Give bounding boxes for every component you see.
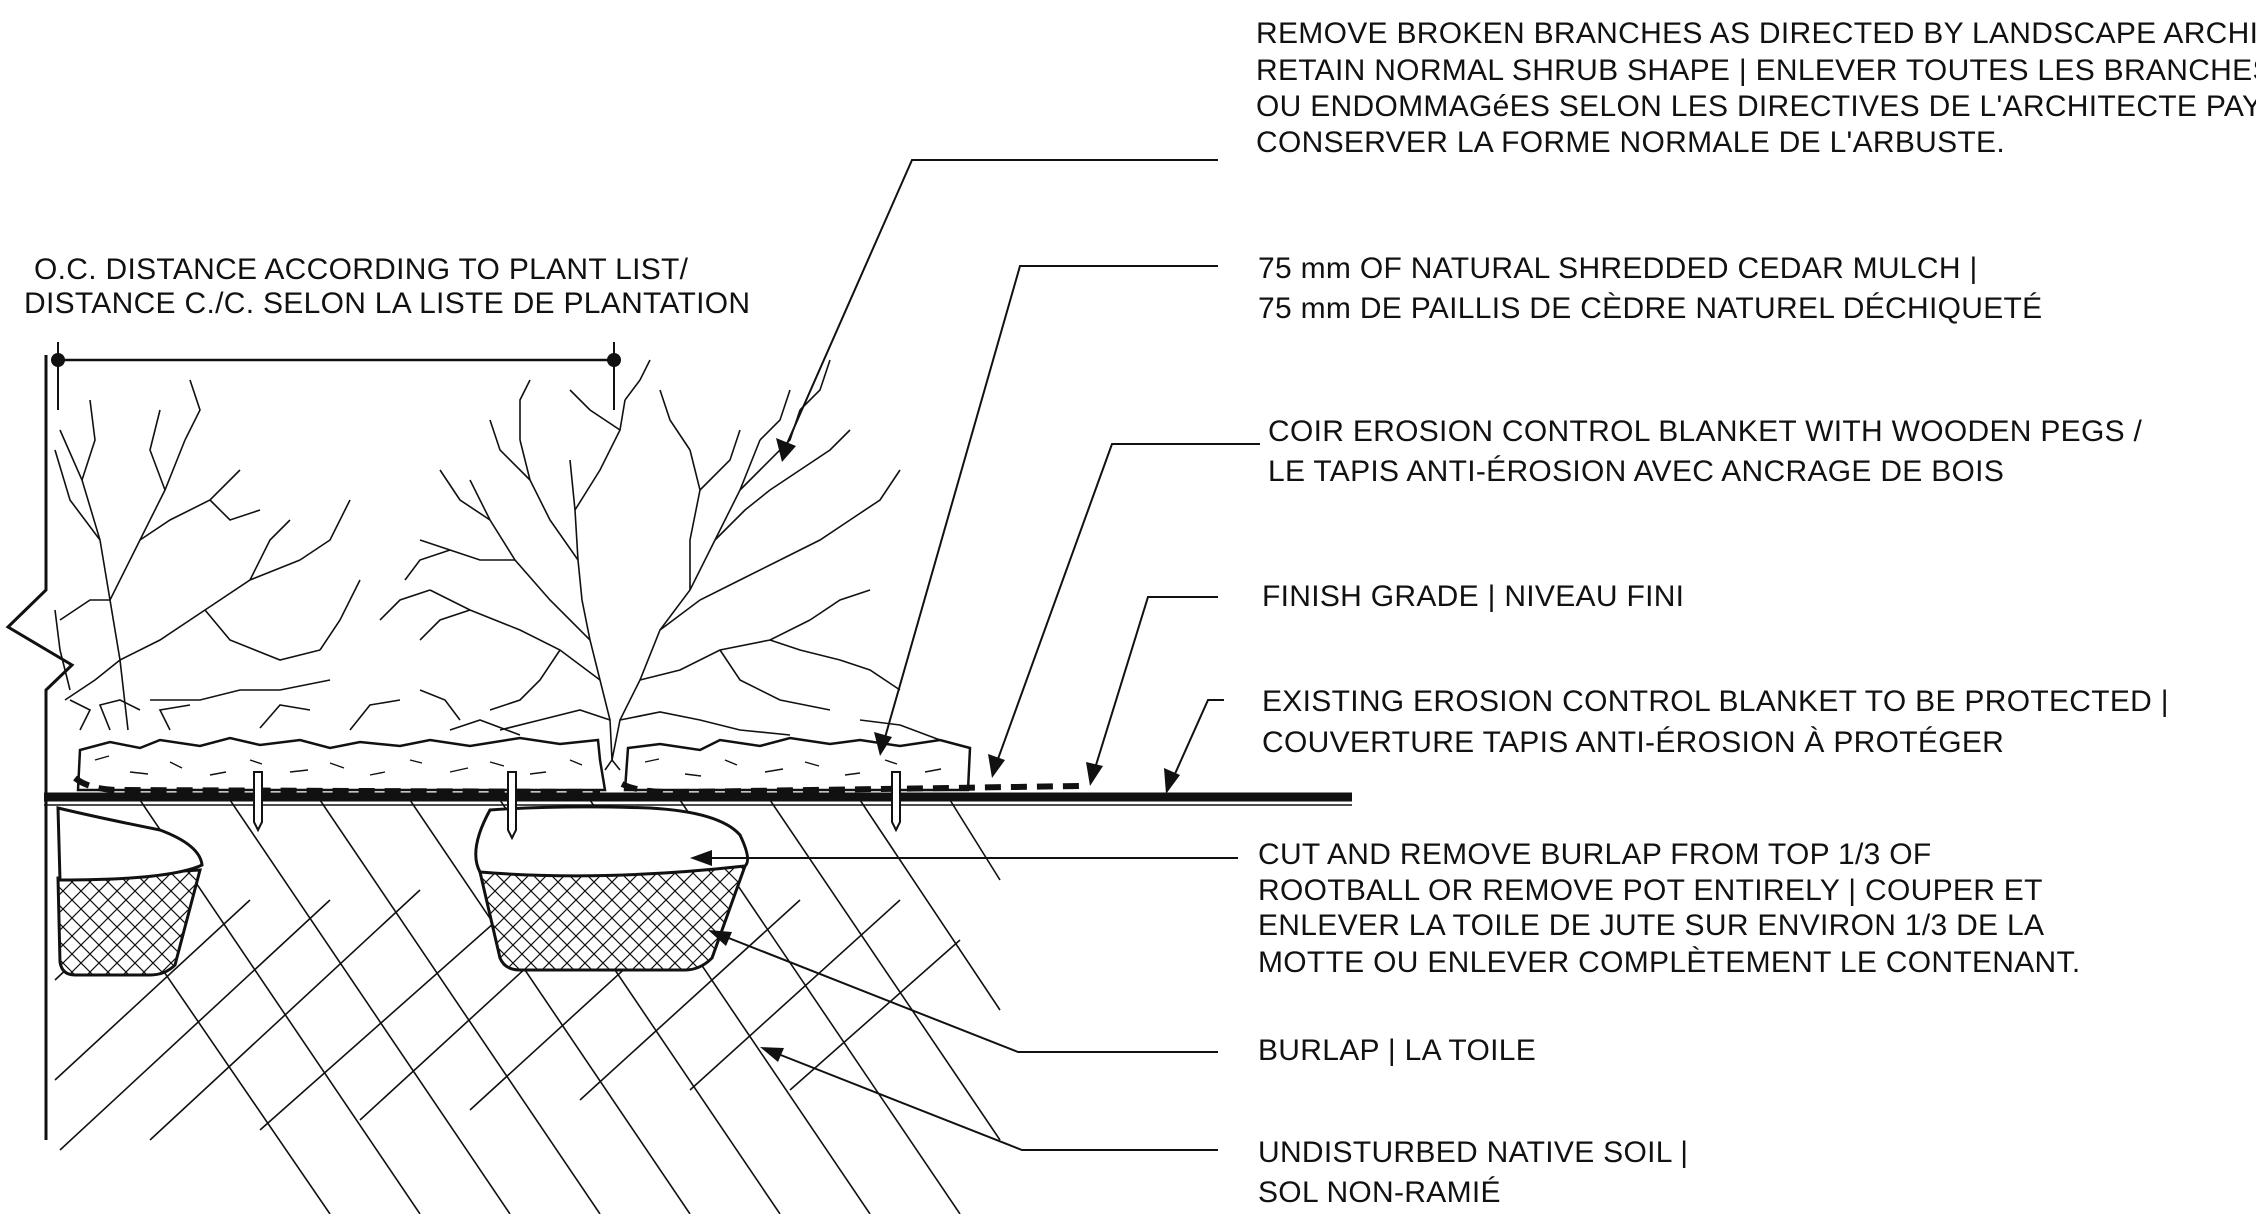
callout-text-line: BURLAP | LA TOILE xyxy=(1258,1034,1536,1067)
leader-native-soil xyxy=(760,1047,1218,1151)
callout-text-line: CUT AND REMOVE BURLAP FROM TOP 1/3 OF xyxy=(1258,838,1932,871)
burlap-top-right xyxy=(474,805,750,878)
callout-text-line: OU ENDOMMAGéES SELON LES DIRECTIVES DE L… xyxy=(1256,90,2256,123)
callout-text-line: 75 mm DE PAILLIS DE CÈDRE NATUREL DÉCHIQ… xyxy=(1258,292,2042,325)
callout-existing-blanket: EXISTING EROSION CONTROL BLANKET TO BE P… xyxy=(1262,685,2169,759)
callout-coir-blanket: COIR EROSION CONTROL BLANKET WITH WOODEN… xyxy=(1268,415,2143,488)
dimension-label: O.C. DISTANCE ACCORDING TO PLANT LIST/ D… xyxy=(24,253,750,320)
shrub-left xyxy=(54,379,401,731)
oc-dimension-line xyxy=(51,342,621,410)
dimension-label-line-1: O.C. DISTANCE ACCORDING TO PLANT LIST/ xyxy=(34,253,689,286)
callout-text-line: SOL NON-RAMIÉ xyxy=(1258,1176,1501,1209)
cedar-mulch-layer xyxy=(76,736,972,792)
callout-text-line: FINISH GRADE | NIVEAU FINI xyxy=(1262,580,1684,613)
leader-cedar-mulch xyxy=(874,265,1218,756)
callout-finish-grade: FINISH GRADE | NIVEAU FINI xyxy=(1262,580,1684,613)
rootball-right xyxy=(474,805,750,972)
native-soil-hatch xyxy=(54,800,1001,1214)
callout-text-line: EXISTING EROSION CONTROL BLANKET TO BE P… xyxy=(1262,685,2169,718)
callout-burlap: BURLAP | LA TOILE xyxy=(1258,1034,1536,1067)
callout-burlap-removal: CUT AND REMOVE BURLAP FROM TOP 1/3 OF RO… xyxy=(1258,838,2080,979)
coir-blanket-dashed-line xyxy=(73,775,1081,796)
callout-text-line: ENLEVER LA TOILE DE JUTE SUR ENVIRON 1/3… xyxy=(1258,909,2044,942)
callout-text-line: UNDISTURBED NATIVE SOIL | xyxy=(1258,1136,1688,1169)
callout-text-line: 75 mm OF NATURAL SHREDDED CEDAR MULCH | xyxy=(1258,252,1978,285)
shrub-right xyxy=(379,359,941,771)
leader-existing-blanket xyxy=(1164,699,1224,794)
callout-text-line: LE TAPIS ANTI-ÉROSION AVEC ANCRAGE DE BO… xyxy=(1268,455,2004,488)
leader-coir-blanket xyxy=(988,443,1260,778)
leader-burlap-removal xyxy=(690,850,1238,866)
callout-text-line: MOTTE OU ENLEVER COMPLÈTEMENT LE CONTENA… xyxy=(1258,946,2080,979)
rootball-left xyxy=(56,806,204,977)
callout-broken-branches: REMOVE BROKEN BRANCHES AS DIRECTED BY LA… xyxy=(1256,17,2256,159)
dimension-label-line-2: DISTANCE C./C. SELON LA LISTE DE PLANTAT… xyxy=(24,287,750,320)
callout-text-line: REMOVE BROKEN BRANCHES AS DIRECTED BY LA… xyxy=(1256,17,2256,50)
section-break-line xyxy=(5,355,75,1140)
callout-cedar-mulch: 75 mm OF NATURAL SHREDDED CEDAR MULCH | … xyxy=(1258,252,2042,325)
leader-burlap xyxy=(708,930,1218,1053)
wooden-pegs xyxy=(253,771,901,841)
leader-broken-branches xyxy=(776,159,1218,462)
callout-text-line: COIR EROSION CONTROL BLANKET WITH WOODEN… xyxy=(1268,415,2143,448)
dimension-tick-right xyxy=(607,353,621,367)
callout-text-line: ROOTBALL OR REMOVE POT ENTIRELY | COUPER… xyxy=(1258,874,2043,907)
callout-text-line: COUVERTURE TAPIS ANTI-ÉROSION À PROTÉGER xyxy=(1262,726,2004,759)
callout-text-line: CONSERVER LA FORME NORMALE DE L'ARBUSTE. xyxy=(1256,126,2005,159)
callout-native-soil: UNDISTURBED NATIVE SOIL | SOL NON-RAMIÉ xyxy=(1258,1136,1688,1209)
callout-text-line: RETAIN NORMAL SHRUB SHAPE | ENLEVER TOUT… xyxy=(1256,54,2256,87)
dimension-tick-left xyxy=(51,353,65,367)
leader-finish-grade xyxy=(1086,596,1218,786)
burlap-top-left xyxy=(56,806,204,882)
